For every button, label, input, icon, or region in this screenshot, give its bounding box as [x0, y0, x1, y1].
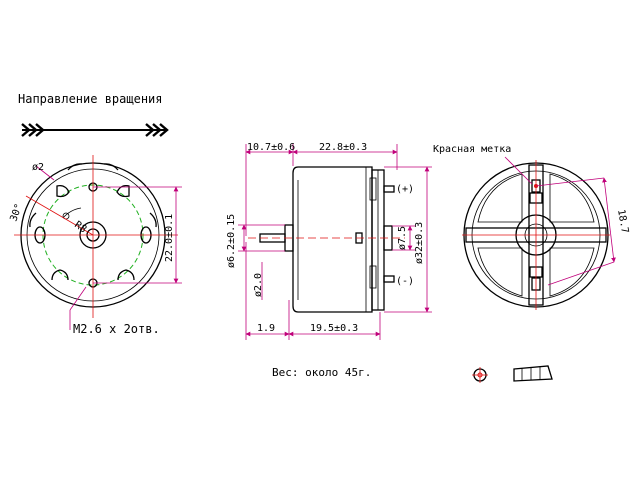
front-view: [14, 155, 182, 330]
rotation-direction-arrow: [21, 123, 169, 137]
gear-profile-symbol: [513, 365, 553, 382]
bushing-dim: ø7.5: [397, 226, 408, 250]
red-mark-label: Красная метка: [433, 144, 511, 155]
radius-label: R8: [72, 219, 88, 235]
body-length-dim: 22.8±0.3: [319, 142, 367, 153]
shaft-small-dim: ø2.0: [253, 273, 264, 297]
left-offset-dim: 1.9: [257, 323, 275, 334]
rear-diagonal-dim: 18.7: [615, 209, 630, 235]
mount-note: M2.6 x 2отв.: [73, 322, 160, 336]
rotation-title: Направление вращения: [18, 92, 163, 106]
shaft-diameter-dim: ø6.2±0.15: [226, 214, 237, 268]
weight-note: Вес: около 45г.: [272, 366, 371, 379]
shaft-length-dim: 10.7±0.6: [247, 142, 295, 153]
shaft-end-symbol: [472, 367, 488, 383]
body-diameter-dim: ø32±0.3: [414, 222, 425, 264]
rear-view: [462, 156, 616, 310]
hole-diameter-label: ø2: [32, 162, 44, 173]
side-view: [238, 144, 432, 340]
plus-terminal-label: (+): [396, 184, 414, 195]
minus-terminal-label: (-): [396, 276, 414, 287]
front-height-dim: 22.0±0.1: [164, 214, 175, 262]
bottom-length-dim: 19.5±0.3: [310, 323, 358, 334]
